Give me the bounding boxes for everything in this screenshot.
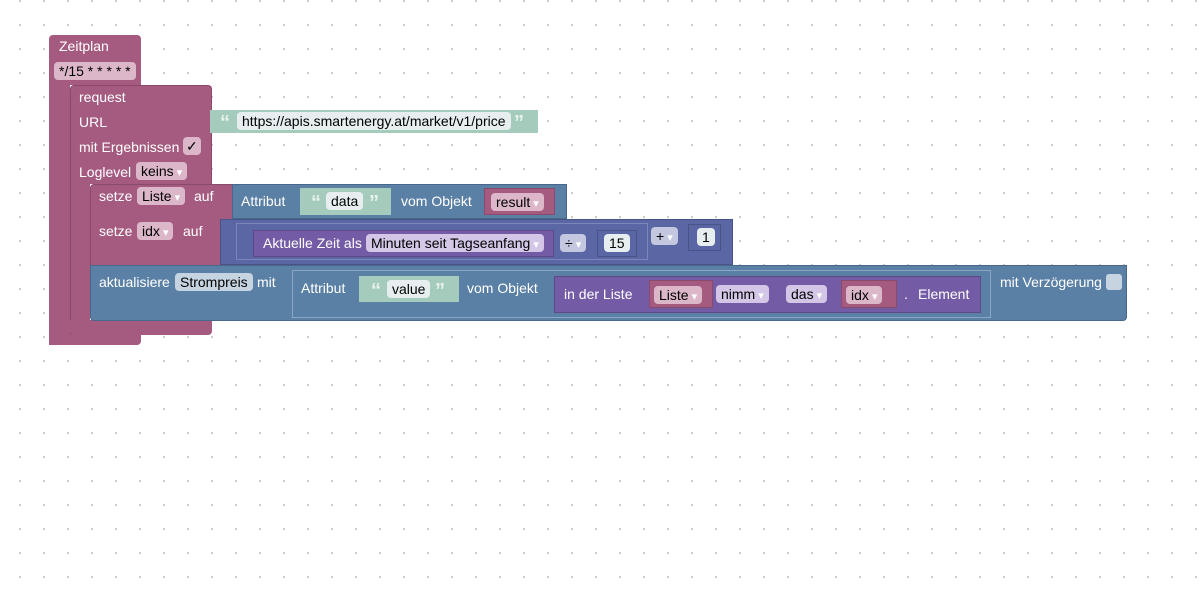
url-field[interactable]: https://apis.smartenergy.at/market/v1/pr… [237, 112, 511, 130]
request-title: request [79, 89, 126, 105]
set-list-var-dropdown[interactable]: Liste [137, 187, 186, 205]
where-dropdown[interactable]: das [786, 285, 828, 303]
divisor-field[interactable]: 15 [604, 234, 630, 252]
update-mit: mit [257, 274, 276, 290]
dot-label: . [904, 286, 908, 302]
vom-objekt-label: vom Objekt [401, 193, 472, 209]
index-var-dropdown[interactable]: idx [846, 286, 883, 304]
list-var-dropdown[interactable]: Liste [654, 286, 703, 304]
update-label: aktualisiere [99, 274, 170, 290]
attribute-label: Attribut [301, 280, 346, 296]
set-list-setze: setze [99, 188, 133, 204]
delay-checkbox[interactable] [1106, 274, 1122, 290]
close-quote-icon: ” [369, 192, 379, 214]
cron-field[interactable]: */15 * * * * * [54, 62, 136, 80]
loglevel-dropdown[interactable]: keins [136, 162, 188, 180]
url-label: URL [79, 114, 108, 130]
time-format-dropdown[interactable]: Minuten seit Tagseanfang [366, 234, 544, 252]
divide-operator-dropdown[interactable]: ÷ [560, 234, 587, 252]
addend-field[interactable]: 1 [697, 228, 715, 246]
results-checkbox[interactable]: ✓ [183, 137, 201, 155]
plus-operator-dropdown[interactable]: + [651, 227, 678, 245]
set-idx-var-dropdown[interactable]: idx [137, 222, 174, 240]
request-spine [70, 183, 90, 335]
set-idx-setze: setze [99, 223, 133, 239]
result-var-dropdown[interactable]: result [491, 193, 544, 211]
delay-label: mit Verzögerung [1000, 274, 1102, 290]
in-list-label: in der Liste [564, 286, 633, 302]
vom-objekt-label: vom Objekt [467, 280, 538, 296]
set-list-auf: auf [194, 188, 214, 204]
key-field-value[interactable]: value [387, 280, 431, 298]
open-quote-icon: “ [220, 112, 230, 134]
schedule-spine [49, 84, 70, 345]
loglevel-label: Loglevel [79, 164, 132, 180]
key-field-data[interactable]: data [326, 192, 364, 210]
time-label: Aktuelle Zeit als [263, 235, 362, 251]
open-quote-icon: “ [311, 192, 321, 214]
request-foot [70, 320, 212, 335]
element-label: Element [918, 286, 970, 302]
state-field[interactable]: Strompreis [175, 273, 253, 291]
attribute-label: Attribut [241, 193, 286, 209]
close-quote-icon: ” [435, 280, 445, 302]
mode-dropdown[interactable]: nimm [716, 285, 769, 303]
open-quote-icon: “ [371, 280, 381, 302]
schedule-title: Zeitplan [59, 38, 109, 54]
results-label: mit Ergebnissen [79, 139, 180, 155]
set-idx-auf: auf [183, 223, 203, 239]
close-quote-icon: ” [514, 112, 524, 134]
